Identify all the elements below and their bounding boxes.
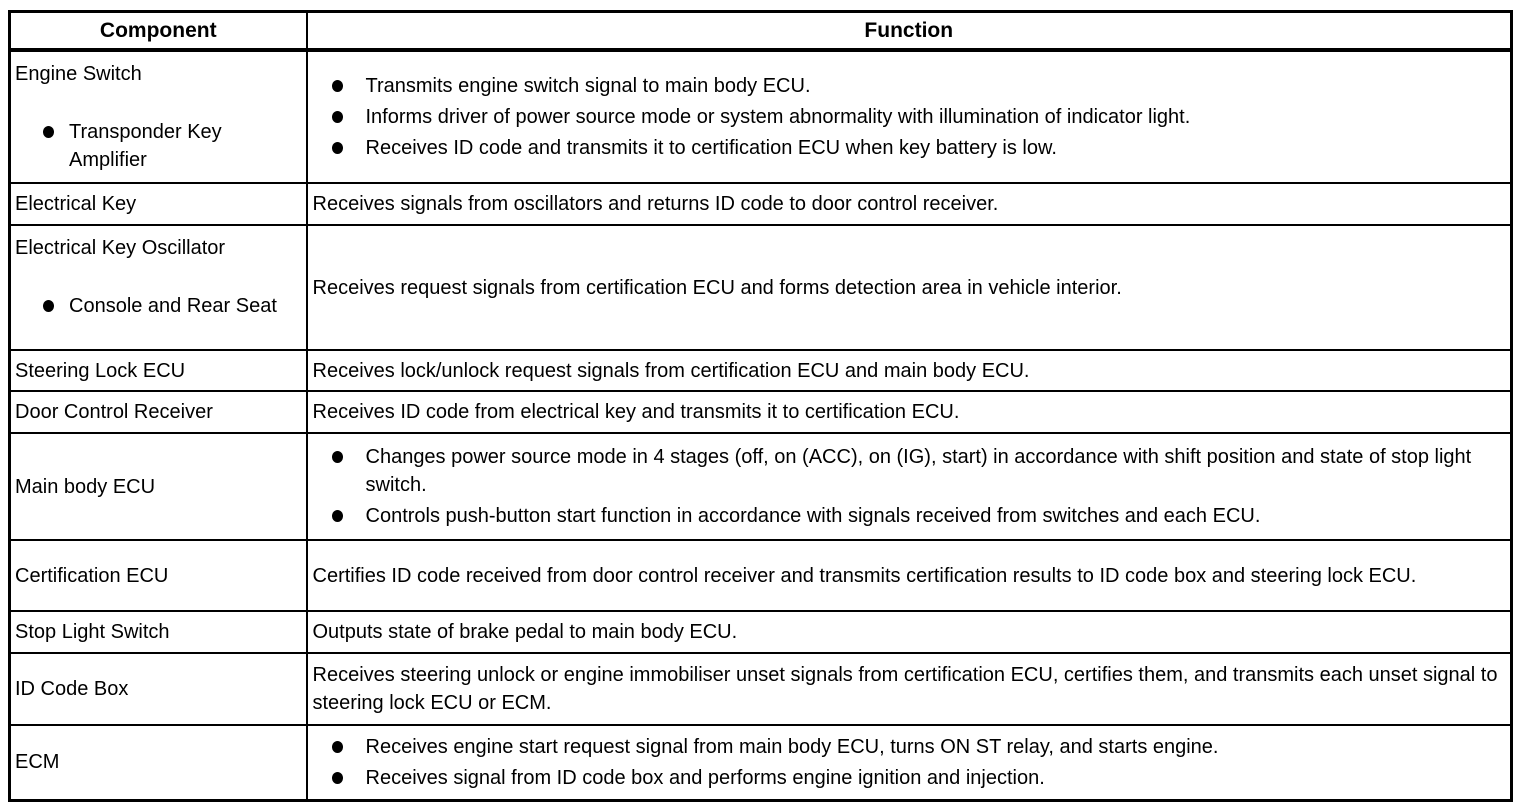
table-row: Electrical Key Receives signals from osc…: [8, 182, 1513, 226]
component-cell: Engine Switch Transponder Key Amplifier: [8, 49, 308, 184]
function-cell: Changes power source mode in 4 stages (o…: [305, 432, 1513, 541]
bullet-icon: [331, 771, 343, 784]
table-row: Engine Switch Transponder Key Amplifier …: [8, 49, 1513, 184]
function-text: Changes power source mode in 4 stages (o…: [365, 446, 1472, 496]
function-text: Outputs state of brake pedal to main bod…: [312, 621, 738, 643]
function-bullet-item: Receives signal from ID code box and per…: [331, 764, 1503, 792]
component-title: Engine Switch: [15, 63, 142, 85]
function-bullet-item: Transmits engine switch signal to main b…: [331, 72, 1503, 100]
component-title: Door Control Receiver: [15, 401, 213, 423]
component-cell: Steering Lock ECU: [8, 349, 308, 392]
function-cell: Certifies ID code received from door con…: [305, 539, 1513, 612]
table: Component Function Engine Switch Transpo…: [8, 10, 1513, 802]
component-cell: ID Code Box: [8, 652, 308, 726]
table-row: ID Code Box Receives steering unlock or …: [8, 652, 1513, 726]
function-bullet-item: Informs driver of power source mode or s…: [331, 103, 1503, 131]
function-bullet-item: Receives engine start request signal fro…: [331, 733, 1503, 761]
function-cell: Receives engine start request signal fro…: [305, 724, 1513, 801]
table-row: Main body ECU Changes power source mode …: [8, 432, 1513, 541]
function-text: Controls push-button start function in a…: [365, 505, 1261, 527]
function-text: Informs driver of power source mode or s…: [365, 106, 1191, 128]
component-title: Steering Lock ECU: [15, 359, 186, 382]
table-row: Electrical Key Oscillator Console and Re…: [8, 224, 1513, 351]
component-cell: Certification ECU: [8, 539, 308, 612]
table-row: Certification ECU Certifies ID code rece…: [8, 539, 1513, 612]
table-row: Steering Lock ECU Receives lock/unlock r…: [8, 349, 1513, 392]
function-text: Receives signals from oscillators and re…: [312, 193, 999, 215]
function-cell: Transmits engine switch signal to main b…: [305, 49, 1513, 184]
component-sub-label: Transponder Key Amplifier: [69, 121, 222, 171]
function-text: Receives lock/unlock request signals fro…: [312, 359, 1030, 382]
bullet-icon: [331, 142, 343, 154]
function-cell: Receives signals from oscillators and re…: [305, 182, 1513, 226]
component-cell: Electrical Key Oscillator Console and Re…: [8, 224, 308, 351]
component-cell: Electrical Key: [8, 182, 308, 226]
table-row: Stop Light Switch Outputs state of brake…: [8, 610, 1513, 654]
function-text: Receives engine start request signal fro…: [365, 735, 1219, 758]
bullet-icon: [331, 111, 343, 123]
function-text: Certifies ID code received from door con…: [312, 564, 1417, 587]
function-bullet-item: Changes power source mode in 4 stages (o…: [331, 443, 1503, 499]
function-cell: Outputs state of brake pedal to main bod…: [305, 610, 1513, 654]
bullet-icon: [43, 300, 54, 312]
component-sub-item: Transponder Key Amplifier: [15, 118, 302, 174]
function-bullet-item: Receives ID code and transmits it to cer…: [331, 134, 1503, 162]
component-title: ID Code Box: [15, 678, 129, 700]
component-title: Stop Light Switch: [15, 621, 170, 643]
bullet-icon: [331, 80, 343, 92]
function-cell: Receives request signals from certificat…: [305, 224, 1513, 351]
function-text: Receives request signals from certificat…: [312, 276, 1122, 299]
bullet-icon: [331, 510, 343, 522]
function-header: Function: [305, 10, 1513, 52]
bullet-icon: [331, 451, 343, 463]
table-row: ECM Receives engine start request signal…: [8, 724, 1513, 801]
component-sub-label: Console and Rear Seat: [69, 295, 277, 317]
function-text: Receives signal from ID code box and per…: [365, 766, 1045, 789]
component-function-table: Component Function Engine Switch Transpo…: [8, 10, 1513, 802]
component-header: Component: [8, 10, 308, 52]
function-text: Transmits engine switch signal to main b…: [365, 75, 811, 97]
function-text: Receives steering unlock or engine immob…: [312, 664, 1498, 714]
function-cell: Receives steering unlock or engine immob…: [305, 652, 1513, 726]
bullet-icon: [331, 740, 343, 753]
component-title: Main body ECU: [15, 475, 156, 498]
table-header-row: Component Function: [8, 10, 1513, 52]
function-text: Receives ID code and transmits it to cer…: [365, 137, 1057, 159]
component-title: Electrical Key Oscillator: [15, 237, 226, 259]
function-text: Receives ID code from electrical key and…: [312, 401, 960, 423]
component-title: Certification ECU: [15, 564, 169, 587]
component-sub-item: Console and Rear Seat: [15, 292, 302, 320]
function-bullet-item: Controls push-button start function in a…: [331, 502, 1503, 530]
function-cell: Receives ID code from electrical key and…: [305, 390, 1513, 434]
bullet-icon: [43, 126, 54, 138]
table-row: Door Control Receiver Receives ID code f…: [8, 390, 1513, 434]
function-cell: Receives lock/unlock request signals fro…: [305, 349, 1513, 392]
component-cell: Main body ECU: [8, 432, 308, 541]
component-title: Electrical Key: [15, 193, 137, 215]
component-title: ECM: [15, 751, 60, 774]
component-cell: Stop Light Switch: [8, 610, 308, 654]
component-cell: ECM: [8, 724, 308, 801]
component-cell: Door Control Receiver: [8, 390, 308, 434]
